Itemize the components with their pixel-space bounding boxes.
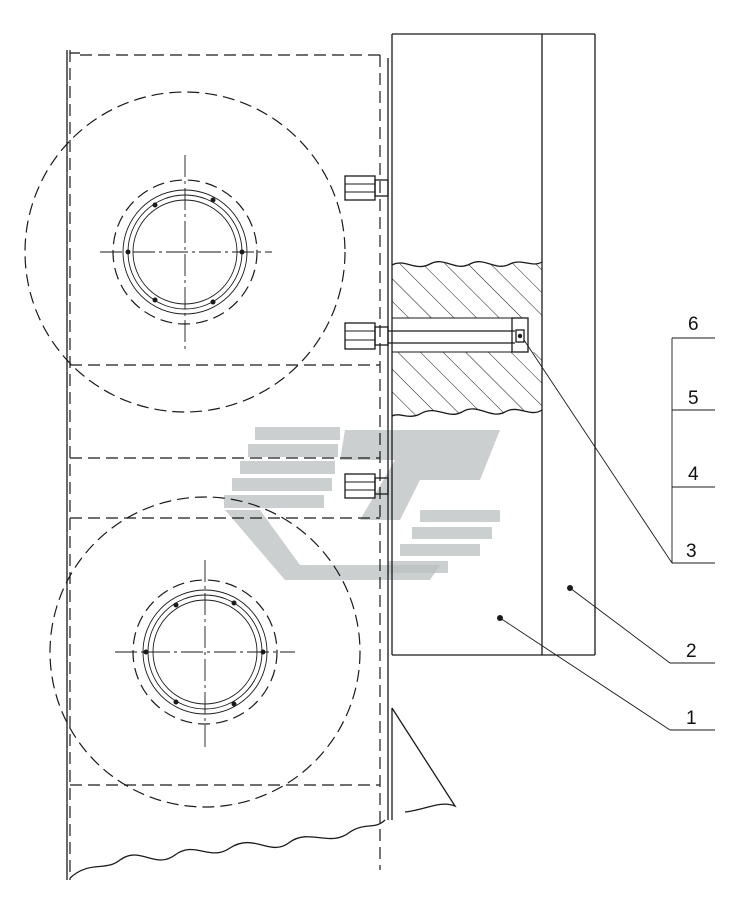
- upper-wheel: [24, 91, 346, 413]
- hatched-section: [391, 261, 543, 417]
- lower-wheel: [49, 496, 361, 808]
- callout-5: 5: [688, 388, 699, 409]
- callout-3: 3: [686, 541, 697, 562]
- bolt-lower: [344, 473, 389, 499]
- leader-lines: [497, 337, 715, 731]
- callout-2: 2: [686, 641, 697, 662]
- bolt-upper: [344, 175, 389, 201]
- block-body: [391, 33, 596, 656]
- callout-4: 4: [688, 464, 699, 485]
- logo-watermark: [224, 427, 500, 580]
- callout-6: 6: [688, 314, 699, 335]
- bolt-middle: [344, 317, 529, 353]
- housing-frame: [66, 50, 389, 880]
- callout-1: 1: [686, 708, 697, 729]
- bottom-break: [69, 707, 457, 879]
